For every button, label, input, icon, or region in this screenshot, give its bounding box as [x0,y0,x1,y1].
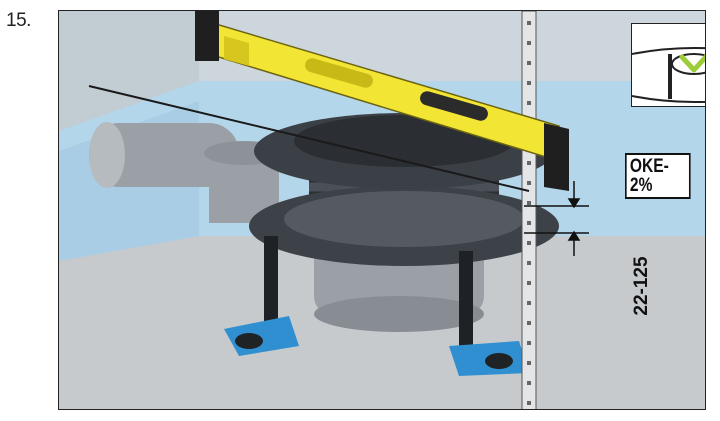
installation-illustration [59,11,705,409]
left-wall [59,11,199,151]
floor-level-label: OKE-2% [625,153,691,199]
illustration-frame: OKE-2% 22-125 [58,10,706,410]
drain-body [249,113,559,332]
adjustment-legs [224,236,529,376]
checkmark-icon [679,54,705,73]
level-check-inset [631,23,705,107]
measuring-rod [521,11,537,409]
spirit-level [195,11,569,191]
reference-line [88,85,530,192]
level-bubble-detail [631,46,705,105]
height-range-label: 22-125 [631,256,652,316]
dimension-marks [524,181,589,256]
step-number: 15. [6,10,31,31]
